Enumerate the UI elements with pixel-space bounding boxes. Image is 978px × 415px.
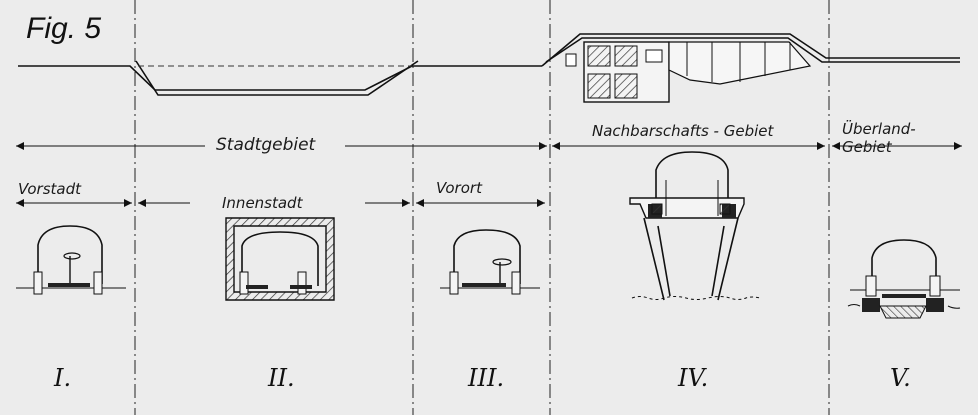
zone-arrows <box>16 142 962 150</box>
section-1-vorstadt <box>16 225 126 295</box>
subzone-label-innenstadt: Innenstadt <box>222 194 304 212</box>
viaduct-profile-inner <box>545 37 960 63</box>
axle <box>882 294 926 298</box>
zone-dividers <box>134 0 830 415</box>
vehicle-outline <box>241 231 319 286</box>
station-cell <box>565 53 577 67</box>
axle <box>290 285 312 289</box>
pylon <box>643 217 739 301</box>
zone-label-ueberland-2: Gebiet <box>842 138 893 156</box>
wheel <box>33 271 43 295</box>
axle <box>246 285 268 289</box>
cut-profile-inner <box>135 60 419 96</box>
wheel <box>239 271 249 295</box>
wheel <box>719 203 731 215</box>
zone-label-stadtgebiet: Stadtgebiet <box>216 135 317 155</box>
vehicle-outline <box>453 229 521 284</box>
ground-line <box>631 296 761 300</box>
zone-label-ueberland-1: Überland- <box>842 119 916 138</box>
vehicle-outline <box>871 239 937 290</box>
axle <box>462 283 506 287</box>
subzone-label-vorstadt: Vorstadt <box>18 180 82 198</box>
subzone-label-vorort: Vorort <box>436 179 483 197</box>
wheel <box>93 271 103 295</box>
wheel <box>449 271 459 295</box>
roadbed <box>879 305 927 319</box>
numeral-1: I. <box>53 364 71 392</box>
wheel <box>511 271 521 295</box>
vehicle-outline <box>37 225 103 284</box>
wheel <box>865 275 877 297</box>
figure-label: Fig. 5 <box>26 12 101 45</box>
wheel <box>929 275 941 297</box>
steering-wheel <box>63 252 81 260</box>
axle <box>48 283 90 287</box>
steering-wheel <box>492 258 512 266</box>
section-2-innenstadt <box>225 217 335 301</box>
numeral-2: II. <box>267 364 295 392</box>
numeral-5: V. <box>890 364 911 392</box>
station-cell <box>645 49 663 63</box>
tunnel-wall <box>225 217 335 301</box>
section-5-ueberland <box>847 239 961 319</box>
subzone-arrows <box>16 199 545 207</box>
section-3-vorort <box>440 229 540 295</box>
route-profile <box>18 33 960 103</box>
vehicle-outline <box>655 151 729 210</box>
viaduct-profile <box>541 33 960 67</box>
numeral-4: IV. <box>677 364 708 392</box>
station-cell <box>587 73 611 99</box>
station-cell <box>614 73 638 99</box>
section-4-viaduct <box>629 151 761 301</box>
ground-marks <box>847 304 961 309</box>
viaduct-piers <box>686 42 791 82</box>
station-cell <box>587 45 611 67</box>
rail-block <box>862 298 880 312</box>
rail-block <box>926 298 944 312</box>
wheel <box>297 271 307 295</box>
numeral-3: III. <box>467 364 504 392</box>
wheel <box>651 203 663 215</box>
zone-label-nachbarschafts: Nachbarschafts - Gebiet <box>592 122 775 140</box>
cut-profile <box>18 65 542 91</box>
station-cell <box>614 45 638 67</box>
